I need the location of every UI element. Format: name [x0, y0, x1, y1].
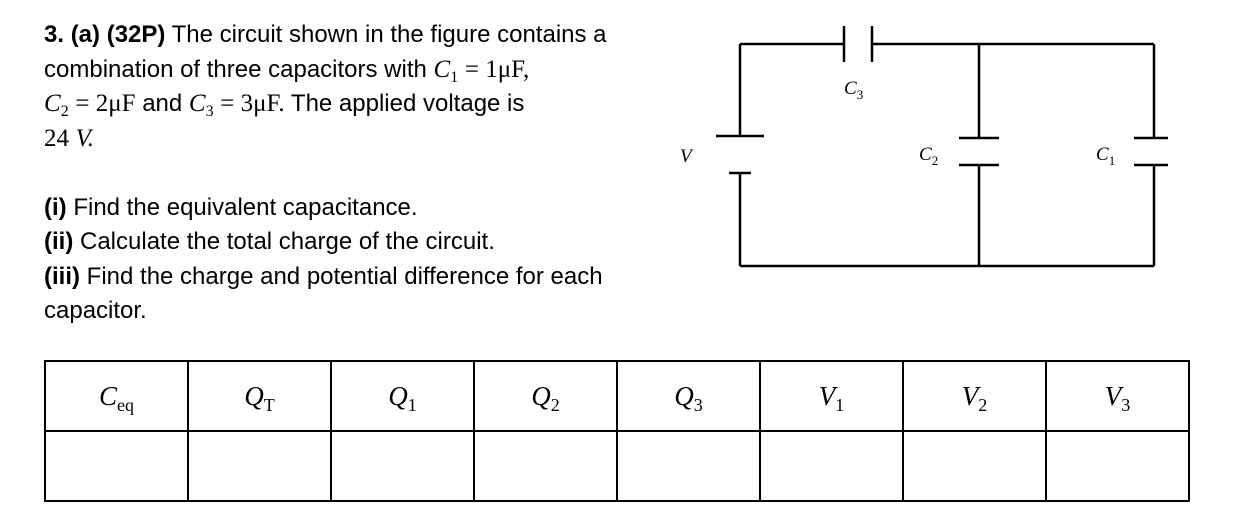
capacitor-c2: [959, 136, 999, 167]
capacitor-c3: [842, 26, 874, 62]
header-v1: V1: [759, 360, 904, 432]
header-q2: Q2: [473, 360, 618, 432]
problem-points: (32P): [106, 21, 166, 48]
c1-label: C1: [1096, 144, 1115, 168]
question-iii-text: Find the charge and potential difference…: [86, 262, 603, 290]
c1-value: = 1μF,: [464, 55, 530, 83]
circuit-diagram: V C3 C2 C1: [680, 26, 1168, 268]
question-i-label: (i): [44, 193, 67, 221]
c2-symbol: C2: [44, 90, 69, 120]
question-iii: (iii) Find the charge and potential diff…: [44, 260, 659, 295]
problem-line-4: 24 V.: [44, 122, 659, 157]
question-ii: (ii) Calculate the total charge of the c…: [44, 225, 659, 260]
battery-symbol: [716, 134, 764, 175]
answer-table-answer-row: [44, 430, 1190, 502]
answer-table-header-row: Ceq QT Q1 Q2 Q3 V1 V2 V3: [44, 360, 1190, 432]
header-qt: QT: [187, 360, 332, 432]
problem-line-1: 3. (a) (32P) The circuit shown in the fi…: [44, 18, 659, 53]
voltage-value: 24: [44, 124, 69, 152]
voltage-unit: V.: [75, 124, 94, 152]
circuit-wires: [738, 42, 1156, 268]
and-text: and: [142, 90, 183, 117]
answer-cell-v2[interactable]: [902, 430, 1047, 502]
question-iii-label: (iii): [44, 262, 80, 290]
answer-cell-v3[interactable]: [1045, 430, 1190, 502]
problem-statement: 3. (a) (32P) The circuit shown in the fi…: [44, 18, 659, 329]
problem-number: 3.: [44, 21, 65, 48]
header-q3: Q3: [616, 360, 761, 432]
question-i-text: Find the equivalent capacitance.: [73, 193, 418, 221]
answer-cell-q2[interactable]: [473, 430, 618, 502]
question-iii-cont: capacitor.: [44, 294, 659, 329]
header-ceq: Ceq: [44, 360, 189, 432]
c3-symbol: C3: [188, 90, 214, 120]
answer-cell-q1[interactable]: [330, 430, 475, 502]
header-v3: V3: [1045, 360, 1190, 432]
voltage-intro-text: The applied voltage is: [290, 90, 525, 117]
header-v2: V2: [902, 360, 1047, 432]
answer-cell-ceq[interactable]: [44, 430, 189, 502]
capacitor-c1: [1134, 136, 1168, 167]
question-ii-text: Calculate the total charge of the circui…: [80, 228, 495, 255]
c3-label: C3: [844, 78, 863, 102]
c2-value: = 2μF: [75, 90, 136, 117]
header-q1: Q1: [330, 360, 475, 432]
answer-cell-q3[interactable]: [616, 430, 761, 502]
source-label: V: [680, 146, 694, 167]
problem-line-2: combination of three capacitors with C1 …: [44, 53, 659, 88]
question-i: (i) Find the equivalent capacitance.: [44, 191, 659, 226]
problem-line-3: C2 = 2μF and C3 = 3μF. The applied volta…: [44, 87, 659, 122]
problem-combination-text: combination of three capacitors with: [44, 55, 427, 83]
problem-intro-text: The circuit shown in the figure contains…: [171, 21, 607, 48]
question-iii-text-2: capacitor.: [44, 297, 147, 324]
answer-cell-qt[interactable]: [187, 430, 332, 502]
answer-table: Ceq QT Q1 Q2 Q3 V1 V2 V3: [44, 360, 1190, 502]
c3-value: = 3μF.: [220, 90, 285, 117]
c1-symbol: C1: [433, 55, 459, 86]
c2-label: C2: [919, 144, 938, 168]
problem-part: (a): [70, 21, 101, 48]
question-ii-label: (ii): [44, 228, 74, 255]
answer-cell-v1[interactable]: [759, 430, 904, 502]
